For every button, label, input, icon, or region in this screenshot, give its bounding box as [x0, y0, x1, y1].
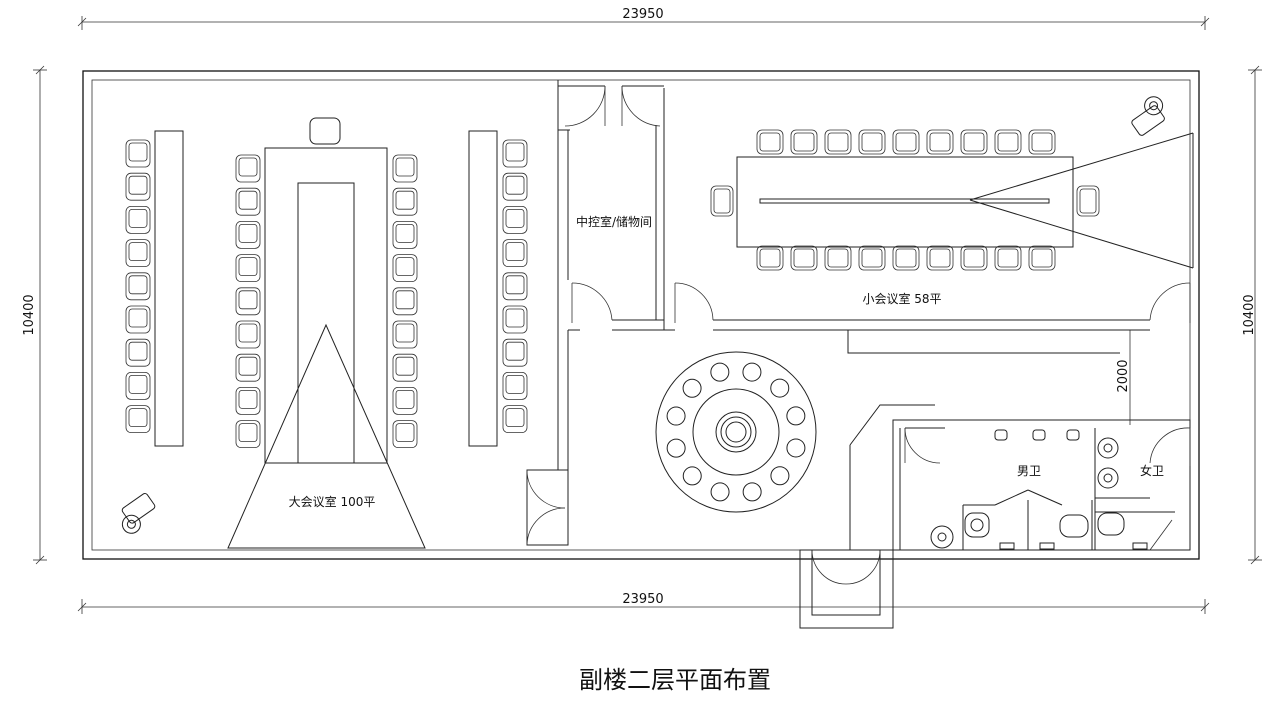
- chair-icon: [502, 139, 528, 168]
- chair-icon: [710, 482, 730, 502]
- chair-icon: [392, 320, 418, 349]
- chair-icon: [742, 362, 762, 382]
- chair-icon: [392, 353, 418, 382]
- womens-toilet-label: 女卫: [1140, 463, 1164, 478]
- chair-icon: [392, 287, 418, 316]
- chair-icon: [666, 406, 686, 426]
- chair-icon: [1076, 185, 1100, 217]
- corridor-width-dimension: 2000: [1116, 359, 1131, 392]
- left-height-dimension: 10400: [22, 294, 37, 335]
- chair-icon: [502, 239, 528, 268]
- chair-icon: [994, 129, 1022, 155]
- chair-icon: [502, 172, 528, 201]
- chair-icon: [756, 129, 784, 155]
- chair-icon: [858, 129, 886, 155]
- drawing-title: 副楼二层平面布置: [579, 666, 771, 694]
- right-height-dimension: 10400: [1242, 294, 1257, 335]
- chair-icon: [125, 139, 151, 168]
- chair-icon: [125, 272, 151, 301]
- small-meeting-furniture: [736, 132, 1194, 269]
- interior-walls: [526, 80, 1191, 629]
- chair-icon: [892, 245, 920, 271]
- camera-icon: [121, 493, 156, 534]
- chair-icon: [682, 378, 702, 398]
- chair-icon: [235, 220, 261, 249]
- chair-icon: [235, 154, 261, 183]
- small-meeting-room-label: 小会议室 58平: [862, 291, 941, 306]
- chair-icon: [682, 466, 702, 486]
- chair-icon: [235, 420, 261, 449]
- chair-icon: [392, 220, 418, 249]
- chair-icon: [960, 245, 988, 271]
- chair-icon: [786, 406, 806, 426]
- chair-group: [125, 129, 1100, 502]
- mens-toilet-label: 男卫: [1017, 464, 1041, 478]
- chair-icon: [392, 187, 418, 216]
- dimension-lines: [33, 16, 1262, 614]
- chair-icon: [502, 205, 528, 234]
- chair-icon: [710, 362, 730, 382]
- chair-icon: [235, 386, 261, 415]
- chair-icon: [502, 338, 528, 367]
- chair-icon: [125, 239, 151, 268]
- chair-icon: [502, 272, 528, 301]
- chair-icon: [502, 305, 528, 334]
- control-storage-room-label: 中控室/储物间: [576, 214, 652, 229]
- chair-icon: [858, 245, 886, 271]
- chair-icon: [892, 129, 920, 155]
- bottom-width-dimension: 23950: [622, 592, 663, 607]
- chair-icon: [125, 172, 151, 201]
- chair-icon: [786, 438, 806, 458]
- chair-icon: [1028, 129, 1056, 155]
- chair-icon: [125, 338, 151, 367]
- chair-icon: [235, 187, 261, 216]
- chair-icon: [824, 245, 852, 271]
- chair-icon: [502, 371, 528, 400]
- chair-icon: [770, 466, 790, 486]
- chair-icon: [926, 129, 954, 155]
- top-width-dimension: 23950: [622, 7, 663, 22]
- chair-icon: [926, 245, 954, 271]
- chair-icon: [125, 371, 151, 400]
- chair-icon: [392, 254, 418, 283]
- round-table-icon: [655, 351, 817, 513]
- chair-icon: [502, 405, 528, 434]
- chair-icon: [824, 129, 852, 155]
- chair-icon: [666, 438, 686, 458]
- chair-icon: [125, 205, 151, 234]
- chair-icon: [235, 320, 261, 349]
- chair-icon: [790, 129, 818, 155]
- chair-icon: [235, 254, 261, 283]
- camera-icon: [1131, 96, 1165, 136]
- chair-icon: [770, 378, 790, 398]
- chair-icon: [1028, 245, 1056, 271]
- chair-icon: [235, 353, 261, 382]
- door-swing-icon: [526, 85, 1191, 585]
- chair-icon: [392, 154, 418, 183]
- chair-icon: [125, 405, 151, 434]
- chair-icon: [710, 185, 734, 217]
- chair-icon: [392, 420, 418, 449]
- chair-icon: [125, 305, 151, 334]
- chair-icon: [994, 245, 1022, 271]
- chair-icon: [790, 245, 818, 271]
- chair-icon: [742, 482, 762, 502]
- toilet-icon: [930, 429, 1148, 550]
- chair-icon: [392, 386, 418, 415]
- chair-icon: [960, 129, 988, 155]
- large-meeting-furniture: [154, 117, 498, 549]
- large-meeting-room-label: 大会议室 100平: [289, 494, 376, 509]
- chair-icon: [235, 287, 261, 316]
- chair-icon: [756, 245, 784, 271]
